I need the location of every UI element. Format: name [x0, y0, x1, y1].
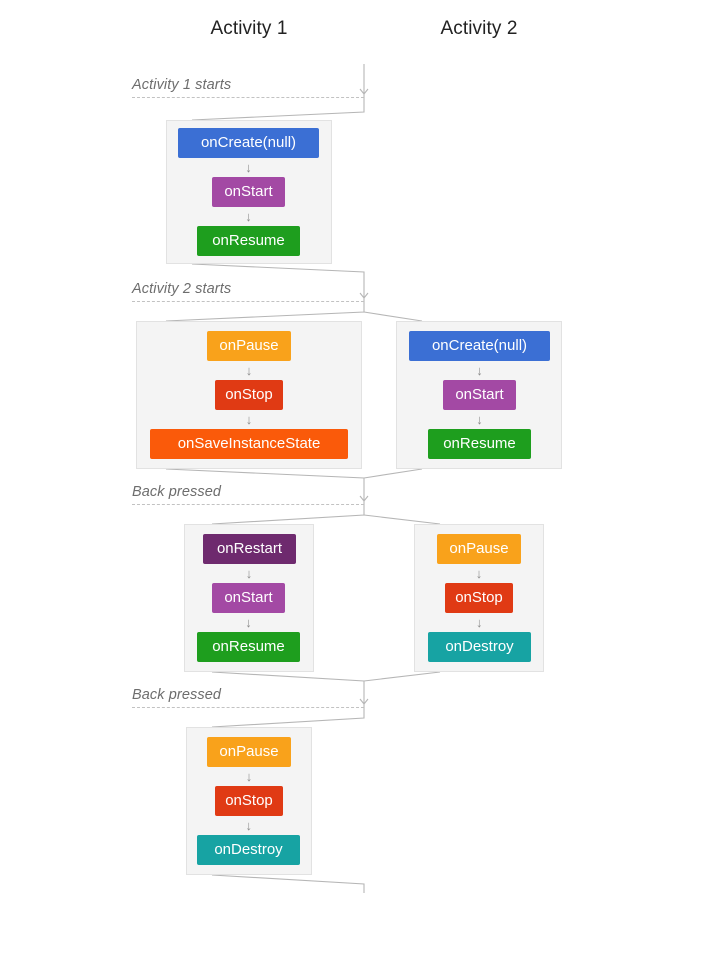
connector-c-p2-in-left: [165, 301, 423, 322]
callback-box-onpause[interactable]: onPause: [207, 331, 291, 361]
flow-arrow-down-icon: ↓: [245, 615, 252, 630]
callback-box-onresume[interactable]: onResume: [428, 429, 531, 459]
callback-box-onresume[interactable]: onResume: [197, 632, 300, 662]
phase-separator-phase-4: [132, 707, 364, 708]
phase-separator-phase-3: [132, 504, 364, 505]
phase-label-phase-4: Back pressed: [132, 687, 222, 703]
column-header-activity2: Activity 2: [440, 18, 518, 39]
connector-c-p3-in: [211, 504, 441, 525]
callback-box-ondestroy[interactable]: onDestroy: [428, 632, 531, 662]
callback-box-onstop[interactable]: onStop: [215, 786, 283, 816]
callback-box-onstart[interactable]: onStart: [443, 380, 516, 410]
flow-arrow-down-icon: ↓: [245, 818, 253, 833]
flow-arrow-down-icon: ↓: [245, 769, 253, 784]
callback-box-onresume[interactable]: onResume: [197, 226, 300, 256]
connector-arrowhead-phase-3: [359, 495, 369, 502]
callback-box-onsaveinstancestate[interactable]: onSaveInstanceState: [150, 429, 348, 459]
flow-arrow-down-icon: ↓: [476, 615, 483, 630]
connector-arrowhead-phase-1: [359, 88, 369, 95]
phase-separator-phase-2: [132, 301, 364, 302]
callback-box-onstart[interactable]: onStart: [212, 583, 285, 613]
connector-arrowhead-phase-2: [359, 292, 369, 299]
phase-label-phase-3: Back pressed: [132, 484, 222, 500]
callback-box-onpause[interactable]: onPause: [207, 737, 291, 767]
flow-arrow-down-icon: ↓: [245, 412, 253, 427]
callback-box-onstop[interactable]: onStop: [215, 380, 283, 410]
callback-box-oncreate-null[interactable]: onCreate(null): [409, 331, 550, 361]
callback-box-oncreate-null[interactable]: onCreate(null): [178, 128, 319, 158]
flow-arrow-down-icon: ↓: [245, 160, 252, 175]
phase-label-phase-1: Activity 1 starts: [132, 77, 232, 93]
flow-arrow-down-icon: ↓: [475, 566, 483, 581]
flow-arrow-down-icon: ↓: [245, 566, 253, 581]
callback-box-onstart[interactable]: onStart: [212, 177, 285, 207]
callback-box-onpause[interactable]: onPause: [437, 534, 521, 564]
connector-arrowhead-phase-4: [359, 698, 369, 705]
connector-c-p1-in: [191, 97, 365, 121]
callback-box-onrestart[interactable]: onRestart: [203, 534, 296, 564]
flow-arrow-down-icon: ↓: [245, 363, 253, 378]
connector-c-p4-in: [211, 707, 365, 728]
flow-arrow-down-icon: ↓: [245, 209, 252, 224]
callback-box-onstop[interactable]: onStop: [445, 583, 513, 613]
callback-box-ondestroy[interactable]: onDestroy: [197, 835, 300, 865]
flow-arrow-down-icon: ↓: [476, 363, 483, 378]
connector-c-p4-out: [211, 874, 365, 893]
phase-separator-phase-1: [132, 97, 364, 98]
flow-arrow-down-icon: ↓: [476, 412, 483, 427]
connector-c-p3-out: [211, 671, 441, 707]
column-header-activity1: Activity 1: [210, 18, 288, 39]
phase-label-phase-2: Activity 2 starts: [132, 281, 232, 297]
